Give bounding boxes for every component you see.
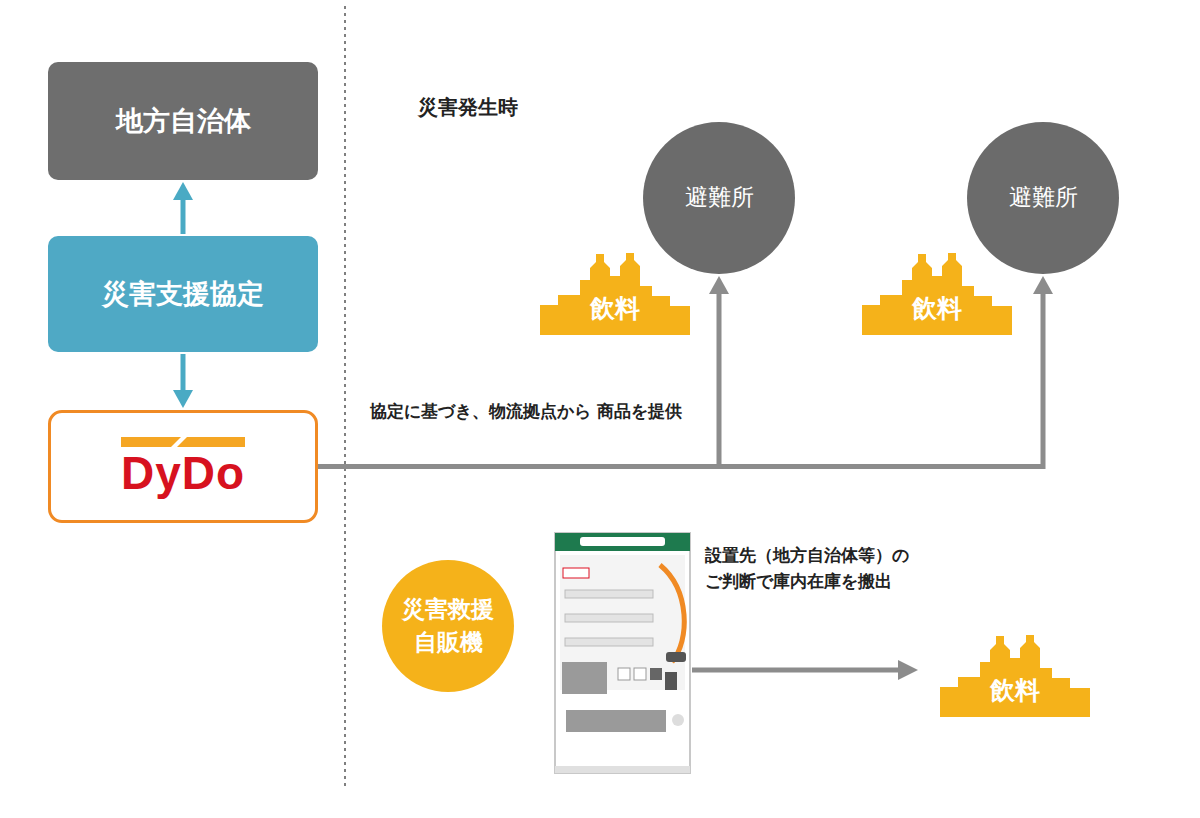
node-label: 飲料 [912,292,962,325]
agreement-box: 災害支援協定 [48,236,318,352]
logo-stripe [121,437,245,449]
drinks-stack: 飲料 [940,632,1090,717]
note-text: 設置先（地方自治体等）の ご判断で庫内在庫を搬出 [705,542,1015,595]
vending-machine [555,533,690,773]
connector-arrow [173,354,193,408]
node-label: 飲料 [590,292,640,325]
divider-line [344,6,346,786]
node-label: 災害支援協定 [102,274,264,313]
node-label: 避難所 [685,181,754,214]
drinks-stack: 飲料 [540,250,690,335]
drinks-stack: 飲料 [862,250,1012,335]
circle-shape [382,560,514,692]
node-label: 飲料 [990,674,1040,707]
vending-circle: 災害救援 自販機 [382,560,514,692]
node-label: 避難所 [1009,181,1078,214]
brand-logo: DyDo [121,450,245,496]
shelter-circle: 避難所 [967,122,1119,274]
edge-label: 協定に基づき、物流拠点から 商品を提供 [370,398,710,424]
section-heading: 災害発生時 [418,92,638,123]
node-label: 災害救援 自販機 [394,593,502,660]
authority-box: 地方自治体 [48,62,318,180]
dydo-logo-box: DyDo [48,410,318,523]
connector-arrow [318,276,1053,467]
unload-arrow [692,660,918,680]
node-label: 地方自治体 [116,101,251,140]
connector-arrow [173,182,193,234]
shelter-circle: 避難所 [643,122,795,274]
